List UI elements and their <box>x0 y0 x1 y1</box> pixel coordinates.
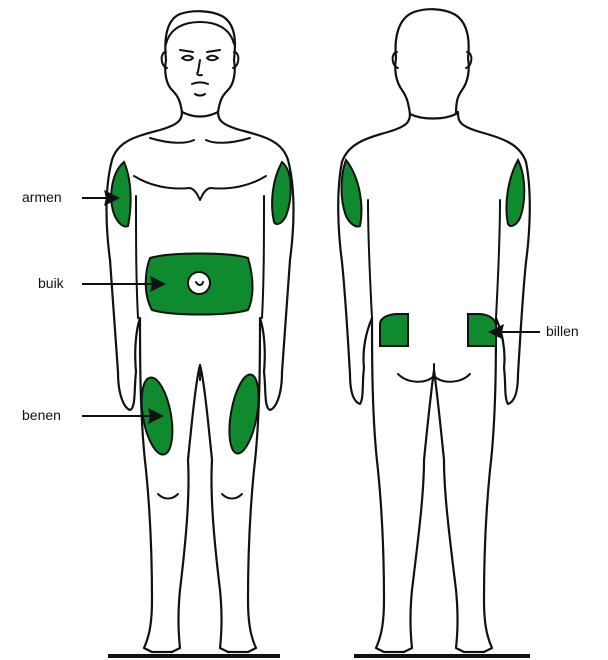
back-zone-buttock-right <box>468 314 496 346</box>
label-legs: benen <box>22 408 61 422</box>
front-navel-area <box>188 272 210 294</box>
back-head-outline <box>395 9 469 118</box>
label-arms: armen <box>22 190 62 204</box>
front-figure <box>107 11 294 652</box>
back-zone-buttock-left <box>380 314 408 346</box>
arrow-legs <box>82 408 164 424</box>
label-buttocks: billen <box>546 324 579 338</box>
label-belly: buik <box>38 276 64 290</box>
back-body-outline <box>338 112 530 652</box>
